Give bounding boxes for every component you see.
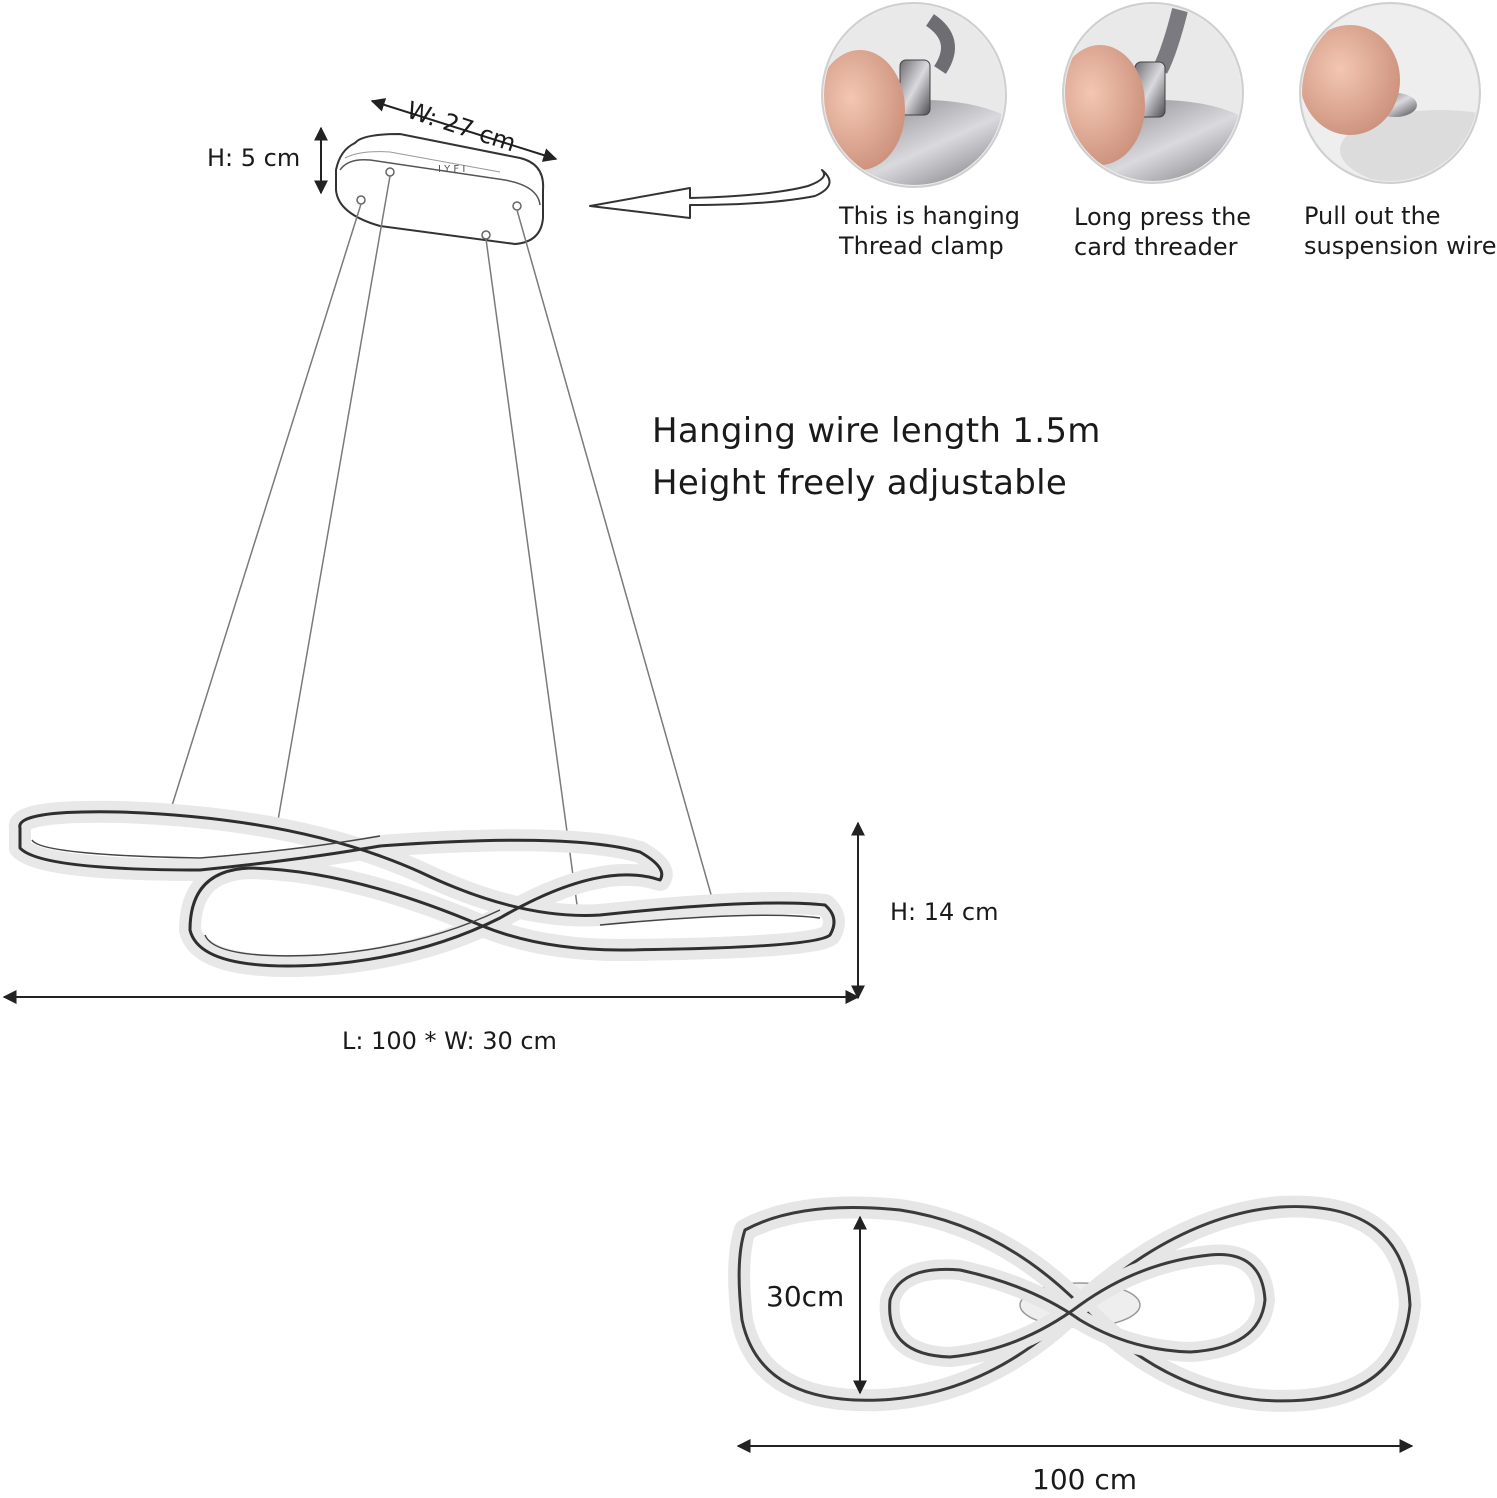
step-2-line-2: card threader <box>1074 233 1238 261</box>
top-view-width-label: 30cm <box>766 1280 845 1313</box>
step-1-line-1: This is hanging <box>839 202 1020 230</box>
lamp-top-view <box>728 1195 1421 1412</box>
canopy-width-arrow <box>370 98 558 162</box>
step-photo-3 <box>1299 2 1481 184</box>
lamp-height-label: H: 14 cm <box>890 898 999 926</box>
height-adjustable-line: Height freely adjustable <box>652 463 1068 503</box>
svg-text:I Y F I: I Y F I <box>438 164 465 175</box>
lamp-ring-side-view <box>8 800 845 977</box>
step-photo-2 <box>1062 2 1244 184</box>
canopy-height-label: H: 5 cm <box>207 144 301 172</box>
step-caption-3: Pull out the suspension wire <box>1304 201 1497 261</box>
step-1-line-2: Thread clamp <box>839 232 1004 260</box>
step-3-line-1: Pull out the <box>1304 202 1441 230</box>
top-view-length-label: 100 cm <box>1032 1463 1138 1496</box>
suspension-wires <box>169 175 713 913</box>
pointer-arrow <box>589 169 831 219</box>
wire-length-line: Hanging wire length 1.5m <box>652 411 1101 451</box>
step-3-line-2: suspension wire <box>1304 232 1497 260</box>
lamp-length-width-label: L: 100 * W: 30 cm <box>342 1027 557 1055</box>
step-photo-1 <box>821 2 1007 188</box>
step-2-line-1: Long press the <box>1074 203 1252 231</box>
step-caption-2: Long press the card threader <box>1074 202 1251 262</box>
wire-info-text: Hanging wire length 1.5m Height freely a… <box>652 405 1101 509</box>
step-caption-1: This is hanging Thread clamp <box>839 201 1020 261</box>
